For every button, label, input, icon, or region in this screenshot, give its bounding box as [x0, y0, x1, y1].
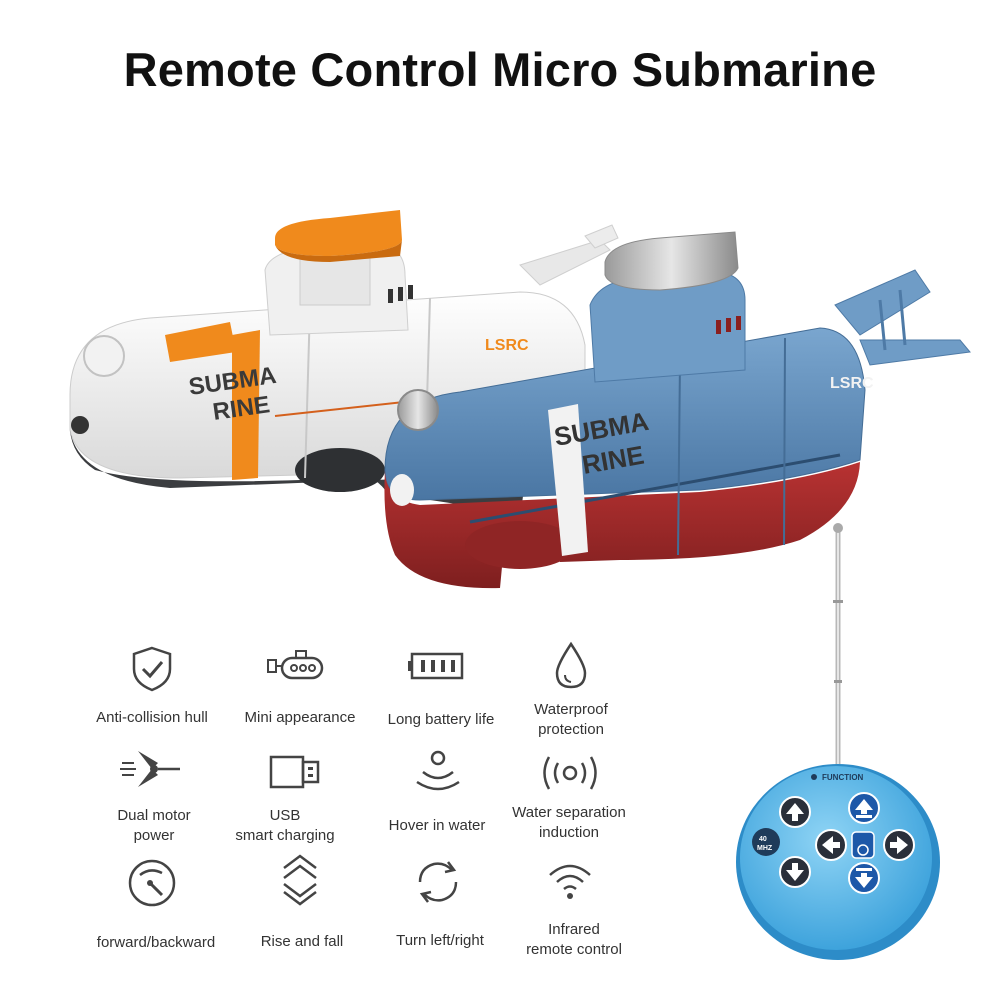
- feature-label-line: smart charging: [235, 827, 335, 844]
- blue-submarine: SUBMA RINE LSRC: [384, 231, 971, 589]
- feature-label-line: Water separation: [512, 804, 626, 821]
- submarine-icon: [267, 650, 324, 680]
- feature-label-line: Dual motor: [117, 807, 191, 824]
- feature-label-line: Waterproof: [534, 701, 608, 718]
- feature-label-waterproof: Waterproof protection: [491, 700, 651, 740]
- signal-waves-icon: [543, 756, 597, 790]
- remote-frequency-line2: MHZ: [757, 845, 773, 852]
- remote-control: FUNCTION 40 MHZ: [736, 523, 940, 960]
- feature-label-water-separation: Water separation induction: [489, 803, 649, 843]
- feature-label-rise-fall: Rise and fall: [260, 933, 344, 950]
- water-drop-icon: [555, 641, 587, 689]
- feature-label-line: Infrared: [548, 921, 600, 938]
- shield-check-icon: [132, 646, 172, 692]
- feature-label-mini-appearance: Mini appearance: [244, 709, 356, 726]
- feature-label-battery: Long battery life: [387, 711, 495, 728]
- usb-icon: [269, 755, 320, 789]
- feature-label-line: USB: [269, 807, 301, 824]
- rotate-arrows-icon: [418, 861, 458, 903]
- page-title: Remote Control Micro Submarine: [123, 43, 877, 96]
- feature-label-line: protection: [538, 721, 604, 738]
- white-sub-brand: LSRC: [485, 337, 529, 354]
- speedometer-icon: [128, 859, 176, 907]
- wifi-icon: [549, 864, 591, 899]
- up-down-chevrons-icon: [283, 854, 317, 906]
- propeller-icon: [120, 751, 180, 787]
- feature-label-forward-backward: forward/backward: [96, 934, 216, 951]
- feature-label-hover: Hover in water: [388, 817, 486, 834]
- feature-label-dual-motor: Dual motor power: [74, 806, 234, 846]
- hover-person-icon: [416, 750, 460, 791]
- feature-label-infrared: Infrared remote control: [494, 920, 654, 960]
- battery-icon: [408, 652, 464, 680]
- feature-label-anti-collision: Anti-collision hull: [96, 709, 208, 726]
- feature-label-line: power: [133, 827, 175, 844]
- feature-label-usb: USB smart charging: [205, 806, 365, 846]
- feature-label-line: induction: [538, 824, 600, 841]
- feature-label-turn: Turn left/right: [396, 932, 484, 949]
- feature-label-line: remote control: [526, 941, 622, 958]
- blue-sub-brand: LSRC: [830, 375, 874, 392]
- remote-function-label: FUNCTION: [822, 773, 864, 782]
- remote-frequency-line1: 40: [759, 836, 767, 843]
